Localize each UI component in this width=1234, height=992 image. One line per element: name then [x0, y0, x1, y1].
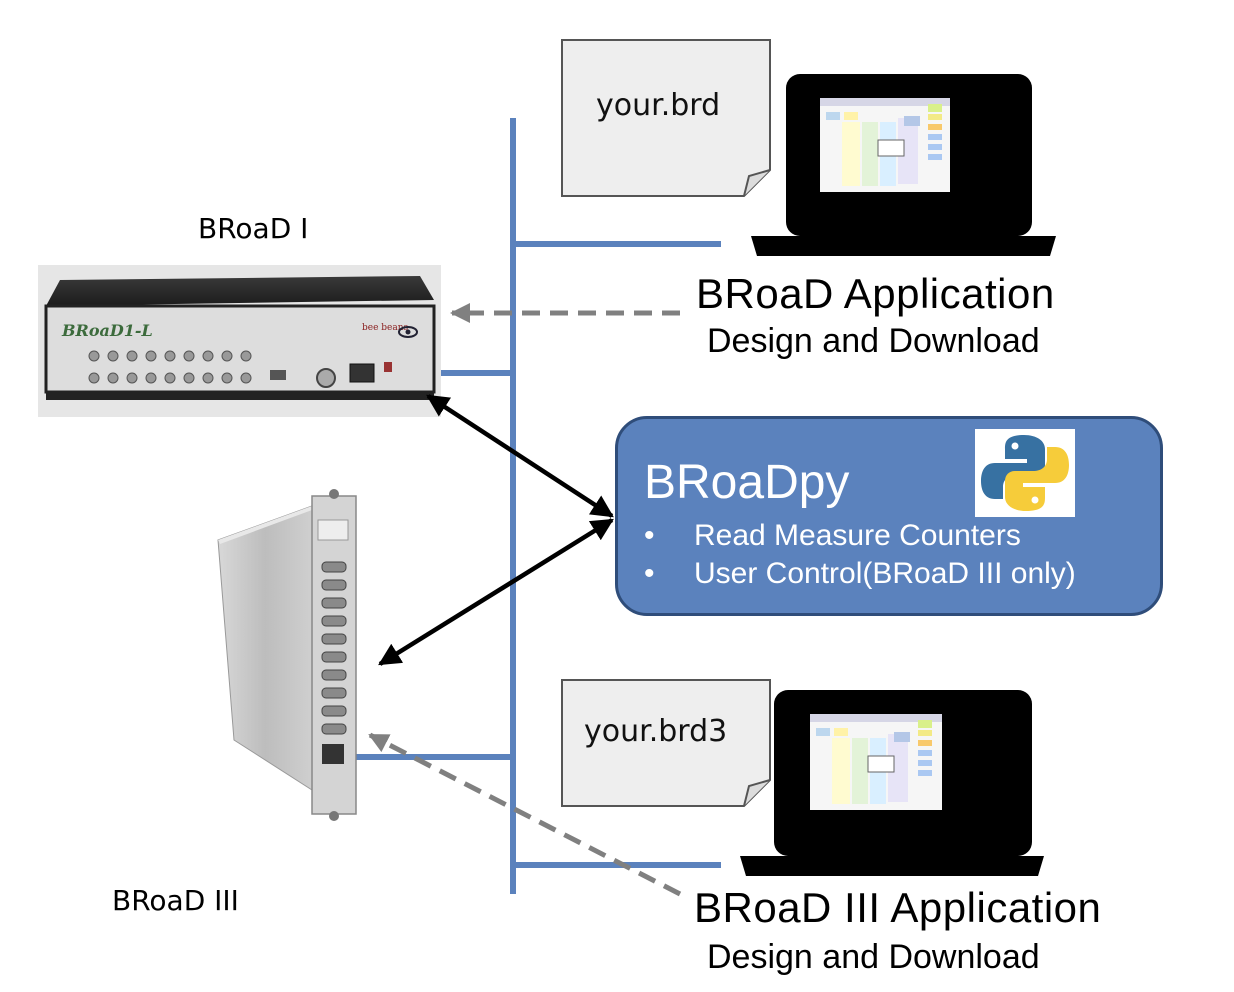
broad3-device-image	[217, 489, 357, 821]
broad1-label: BRoaD I	[198, 212, 309, 245]
bus-branch-broad1	[400, 370, 516, 376]
python-logo-icon	[975, 429, 1075, 517]
app1-subtitle: Design and Download	[707, 322, 1040, 360]
broad1-brand-text: bee beans	[362, 323, 409, 333]
broadpy-box: BRoaDpy •Read Measure Counters •User Con…	[615, 416, 1163, 616]
laptop-icon-app1	[751, 74, 1056, 256]
network-bus-line	[510, 118, 516, 894]
file-icon-brd	[561, 39, 771, 197]
comm-arrow-broad3	[378, 518, 614, 666]
file-icon-brd3	[561, 679, 771, 807]
broadpy-bullet-1-text: Read Measure Counters	[694, 519, 1021, 552]
download-arrow-broad3	[368, 732, 682, 897]
file-label-brd: your.brd	[596, 88, 721, 123]
comm-arrow-broad1	[426, 394, 614, 518]
laptop-icon-app3	[740, 690, 1044, 876]
broadpy-bullet-1: •Read Measure Counters	[644, 519, 1021, 552]
bus-branch-app3	[513, 862, 721, 868]
file-label-brd3: your.brd3	[584, 714, 728, 749]
broadpy-bullet-2: •User Control(BRoaD III only)	[644, 557, 1076, 590]
bus-branch-broad3	[343, 754, 516, 760]
bus-branch-app1	[513, 241, 721, 247]
app3-subtitle: Design and Download	[707, 938, 1040, 976]
broad3-label: BRoaD III	[112, 884, 239, 917]
broad1-device-image: BRoaD1-L bee beans	[38, 265, 441, 417]
app1-title: BRoaD Application	[696, 270, 1055, 317]
app3-title: BRoaD III Application	[694, 884, 1102, 931]
broadpy-bullet-2-text: User Control(BRoaD III only)	[694, 557, 1076, 590]
broad1-model-text: BRoaD1-L	[61, 321, 153, 340]
broadpy-title: BRoaDpy	[644, 456, 850, 509]
